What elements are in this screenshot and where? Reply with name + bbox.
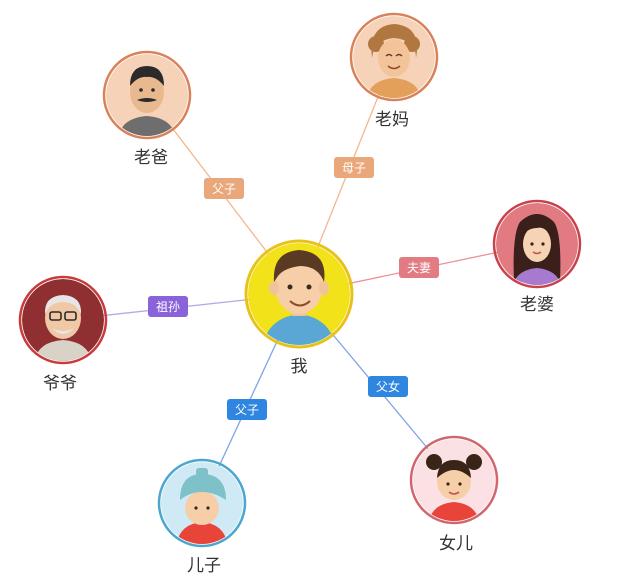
relation-tag-dad[interactable]: 父子 [204, 178, 244, 199]
daughter-avatar-icon [413, 439, 495, 521]
node-me[interactable]: 我 [244, 239, 354, 377]
relation-tag-label: 母子 [342, 161, 366, 175]
node-label: 女儿 [439, 534, 473, 554]
relation-tag-label: 夫妻 [407, 261, 431, 275]
relation-tag-son[interactable]: 父子 [227, 399, 267, 420]
grandfather-avatar-icon [22, 279, 104, 361]
node-label: 老爸 [134, 148, 168, 168]
relation-tag-label: 祖孙 [156, 299, 180, 314]
node-label: 爷爷 [43, 374, 77, 394]
node-grandpa[interactable]: 爷爷 [18, 275, 108, 394]
node-daughter[interactable]: 女儿 [409, 435, 499, 554]
relation-tag-label: 父子 [212, 182, 236, 196]
boy-avatar-icon [248, 243, 350, 345]
relation-tag-wife[interactable]: 夫妻 [399, 257, 439, 278]
node-label: 儿子 [187, 556, 221, 576]
relation-tag-grandpa[interactable]: 祖孙 [148, 296, 188, 317]
node-label: 老婆 [520, 295, 554, 315]
relation-tag-label: 父子 [235, 403, 259, 417]
relation-tag-mom[interactable]: 母子 [334, 157, 374, 178]
relation-tag-label: 父女 [376, 379, 400, 394]
node-label: 我 [291, 357, 308, 377]
node-label: 老妈 [375, 110, 409, 130]
node-wife[interactable]: 老婆 [492, 199, 582, 315]
relation-tag-daughter[interactable]: 父女 [368, 376, 408, 397]
node-son[interactable]: 儿子 [157, 458, 247, 576]
son-avatar-icon [161, 462, 243, 544]
node-dad[interactable]: 老爸 [102, 50, 192, 168]
node-mom[interactable]: 老妈 [349, 12, 439, 130]
